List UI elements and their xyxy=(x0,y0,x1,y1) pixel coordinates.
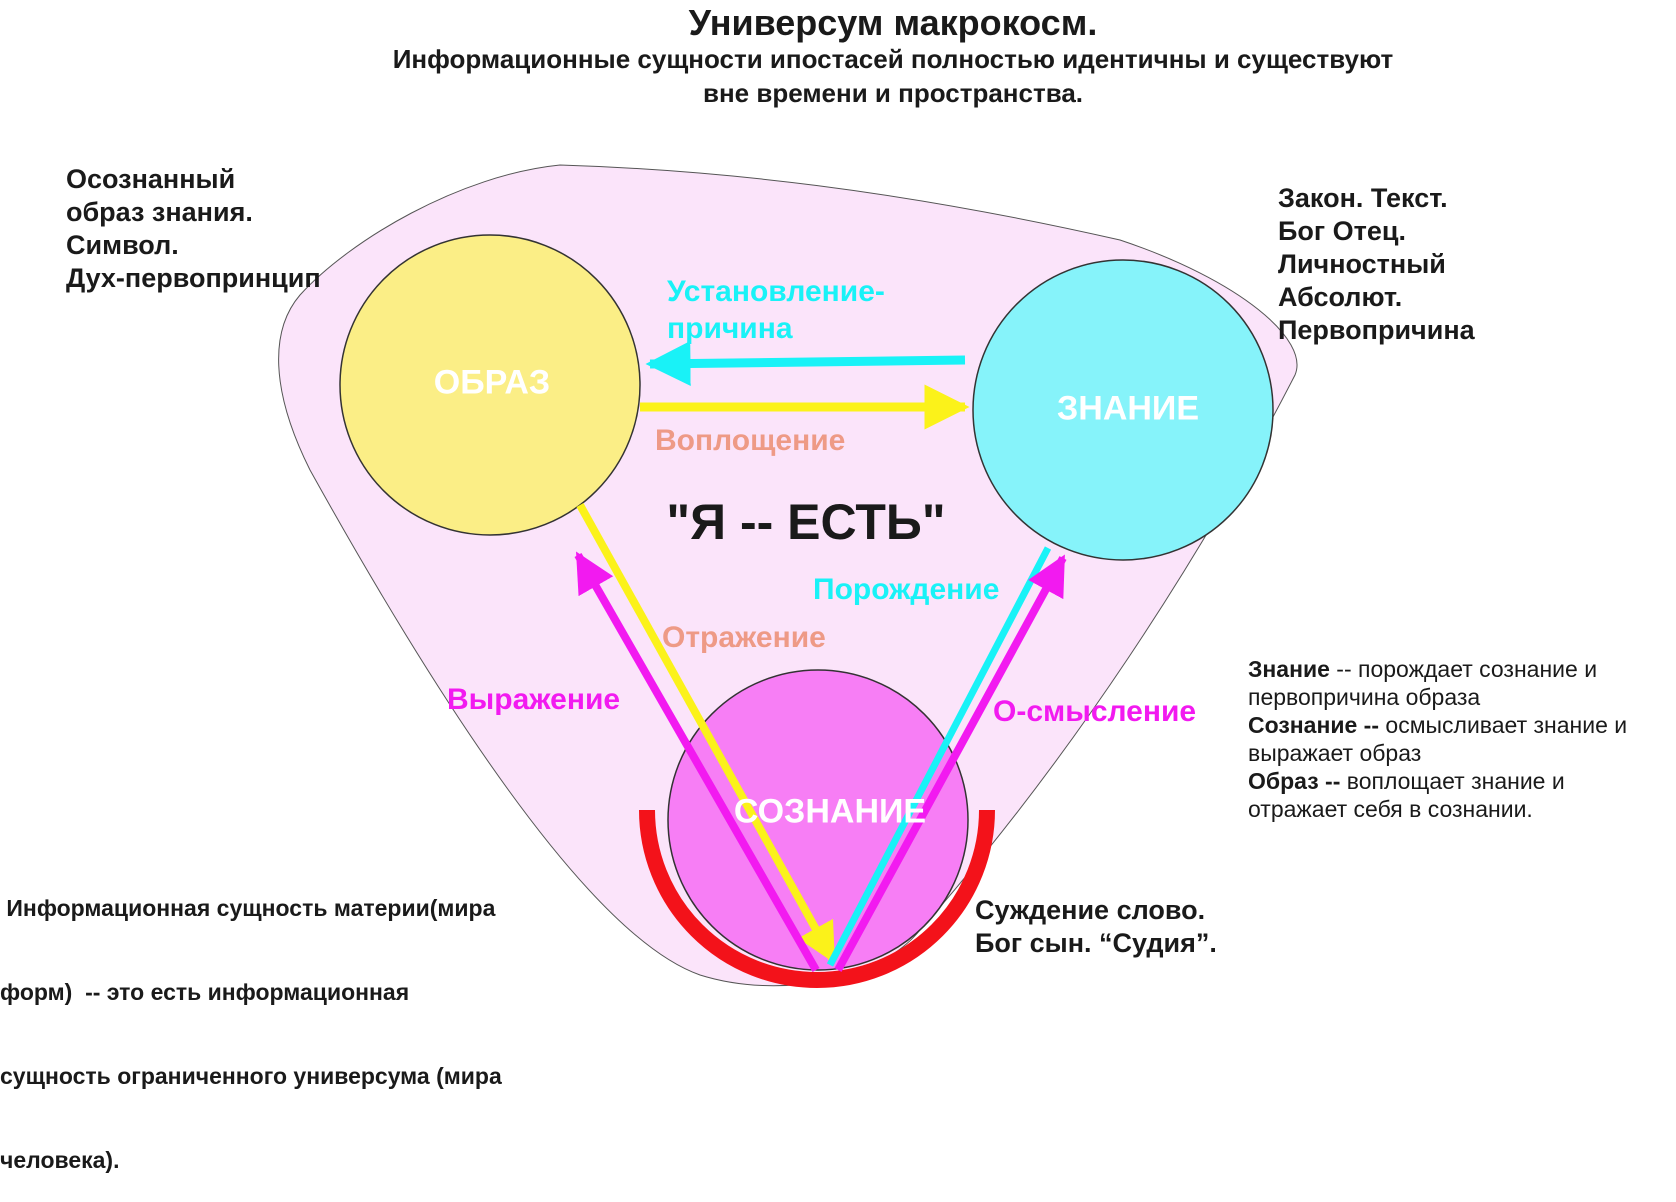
legend-item: первопричина образа xyxy=(1248,683,1627,711)
ustanovlenie-arrow xyxy=(645,340,966,386)
otrazhenie-arrow xyxy=(576,503,837,964)
note-top-left: Осознанный образ знания. Символ. Дух-пер… xyxy=(66,163,321,295)
note-line: Бог Отец. xyxy=(1278,216,1406,246)
subtitle-line-1: Информационные сущности ипостасей полнос… xyxy=(392,44,1394,74)
legend-text: отражает себя в сознании. xyxy=(1248,796,1533,822)
znanie-circle xyxy=(972,259,1274,561)
note-line: Дух-первопринцип xyxy=(66,263,321,293)
ustanovlenie-label-1: Установление- xyxy=(667,275,885,308)
legend: Знание -- порождает сознание и первоприч… xyxy=(1248,655,1627,823)
note-line: Закон. Текст. xyxy=(1278,183,1448,213)
note-line: Абсолют. xyxy=(1278,282,1403,312)
legend-item: выражает образ xyxy=(1248,739,1627,767)
note-line: образ знания. xyxy=(66,197,253,227)
center-label: "Я -- ЕСТЬ" xyxy=(666,494,946,550)
note-line: форм) -- это есть информационная xyxy=(0,979,410,1005)
subtitle-line-2: вне времени и пространства. xyxy=(702,78,1084,108)
note-bottom-right: Суждение слово. Бог сын. “Судия”. xyxy=(975,894,1217,960)
porozhdenie-label: Порождение xyxy=(813,573,1000,606)
note-line: Бог сын. “Судия”. xyxy=(975,928,1217,958)
note-line: Личностный xyxy=(1278,249,1446,279)
soznanie-circle xyxy=(667,669,969,971)
page-title: Универсум макрокосм. xyxy=(688,2,1098,43)
note-line: Информационная сущность материи(мира xyxy=(0,895,496,921)
legend-item: Сознание -- осмысливает знание и xyxy=(1248,711,1627,739)
znanie-label: ЗНАНИЕ xyxy=(1056,389,1200,428)
obraz-label: ОБРАЗ xyxy=(433,363,551,402)
legend-term: Знание xyxy=(1248,656,1330,682)
note-line: Осознанный xyxy=(66,164,236,194)
ustanovlenie-label-2: причина xyxy=(667,312,793,345)
legend-item: Образ -- воплощает знание и xyxy=(1248,767,1627,795)
legend-text: первопричина образа xyxy=(1248,684,1481,710)
legend-item: Знание -- порождает сознание и xyxy=(1248,655,1627,683)
legend-term: Сознание -- xyxy=(1248,712,1380,738)
porozhdenie-arrow xyxy=(826,546,1052,967)
voploshchenie-label: Воплощение xyxy=(655,424,846,457)
note-line: человека). xyxy=(0,1147,120,1173)
note-line: Символ. xyxy=(66,230,179,260)
page-subtitle: Информационные сущности ипостасей полнос… xyxy=(0,42,1676,110)
legend-item: отражает себя в сознании. xyxy=(1248,795,1627,823)
vyrazhenie-label: Выражение xyxy=(447,683,621,716)
legend-term: Образ -- xyxy=(1248,768,1341,794)
note-bottom-left: Информационная сущность материи(мира фор… xyxy=(0,838,502,1202)
legend-text: -- порождает сознание и xyxy=(1329,656,1598,682)
diagram-canvas xyxy=(278,164,1298,988)
legend-text: выражает образ xyxy=(1248,740,1422,766)
note-line: Суждение слово. xyxy=(975,895,1206,925)
note-line: Первопричина xyxy=(1278,315,1475,345)
osmyslenie-label: О-смысление xyxy=(993,695,1197,728)
note-line: сущность ограниченного универсума (мира xyxy=(0,1063,502,1089)
note-top-right: Закон. Текст. Бог Отец. Личностный Абсол… xyxy=(1278,182,1475,347)
obraz-circle xyxy=(339,234,641,536)
legend-text: осмысливает знание и xyxy=(1379,712,1628,738)
osmyslenie-arrow xyxy=(834,554,1067,972)
soznanie-label: СОЗНАНИЕ xyxy=(733,792,927,831)
legend-text: воплощает знание и xyxy=(1340,768,1565,794)
otrazhenie-label: Отражение xyxy=(662,621,826,654)
red-arc xyxy=(639,809,995,988)
vyrazhenie-arrow xyxy=(574,551,820,972)
